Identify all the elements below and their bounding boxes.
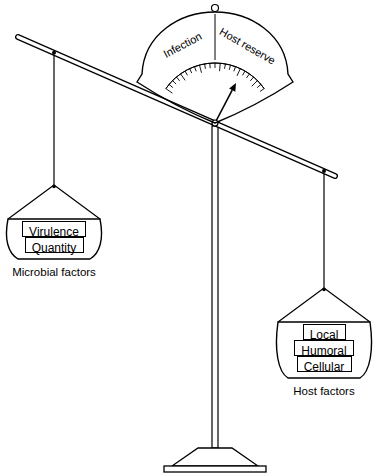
scale-pan: VirulenceQuantityMicrobial factors	[4, 185, 104, 282]
pan-cords	[278, 288, 370, 322]
pan-heading: Microbial factors	[12, 265, 96, 279]
pan-string	[53, 53, 54, 186]
balance-beam	[18, 37, 335, 176]
gauge-pointer	[215, 90, 232, 123]
beam-hook	[322, 169, 326, 173]
gauge-pointer-head	[229, 83, 236, 92]
gauge-tick	[181, 74, 186, 81]
gauge-tick	[219, 63, 221, 71]
gauge-dial: InfectionHost reserve	[130, 2, 300, 130]
gauge-knob	[212, 5, 219, 12]
pan-bowl	[276, 322, 371, 378]
scale-pan: LocalHumoralCellularHost factors	[274, 288, 374, 401]
gauge-tick	[237, 69, 240, 76]
pan-bowl	[6, 219, 101, 259]
factor-label: Quantity	[32, 241, 77, 255]
gauge-outline	[130, 2, 300, 130]
gauge-tick	[215, 63, 216, 68]
pan-hook	[52, 185, 56, 189]
gauge-tick	[250, 77, 253, 81]
factor-box: Cellular	[297, 356, 352, 372]
gauge-divider	[215, 14, 216, 60]
gauge-tick	[176, 77, 179, 81]
gauge-tick	[247, 74, 250, 78]
gauge-tick	[234, 67, 236, 72]
gauge-tick	[257, 84, 261, 87]
gauge-tick	[209, 63, 210, 68]
gauge-tick	[204, 64, 206, 69]
balance-beam	[18, 37, 335, 176]
gauge-tick	[166, 89, 173, 94]
beam-hook	[52, 51, 56, 55]
gauge-body	[137, 12, 293, 123]
gauge-tick	[185, 71, 188, 75]
gauge-tick	[173, 81, 177, 85]
scale-base-plate	[164, 466, 266, 472]
gauge-tick	[252, 81, 258, 87]
gauge-tick	[199, 65, 201, 73]
pan-string	[323, 171, 324, 289]
gauge-tick	[194, 67, 196, 72]
pan-cords	[8, 185, 100, 219]
scale-base	[172, 448, 258, 466]
gauge-tick	[224, 64, 226, 69]
factor-box: Local	[303, 324, 346, 340]
gauge-tick	[243, 71, 246, 75]
gauge-tick	[229, 65, 230, 70]
gauge-tick	[260, 89, 264, 92]
factor-box: Quantity	[25, 237, 84, 253]
factor-box: Virulence	[22, 221, 86, 237]
gauge-tick	[190, 69, 192, 74]
pan-heading: Host factors	[293, 384, 354, 398]
pan-hook	[322, 288, 326, 292]
gauge-label: Infection	[161, 30, 204, 61]
factor-box: Humoral	[294, 340, 354, 356]
scale-pole	[212, 126, 218, 448]
gauge-tick	[169, 84, 173, 87]
gauge-scale-arc	[166, 63, 264, 89]
factor-label: Cellular	[304, 360, 345, 374]
